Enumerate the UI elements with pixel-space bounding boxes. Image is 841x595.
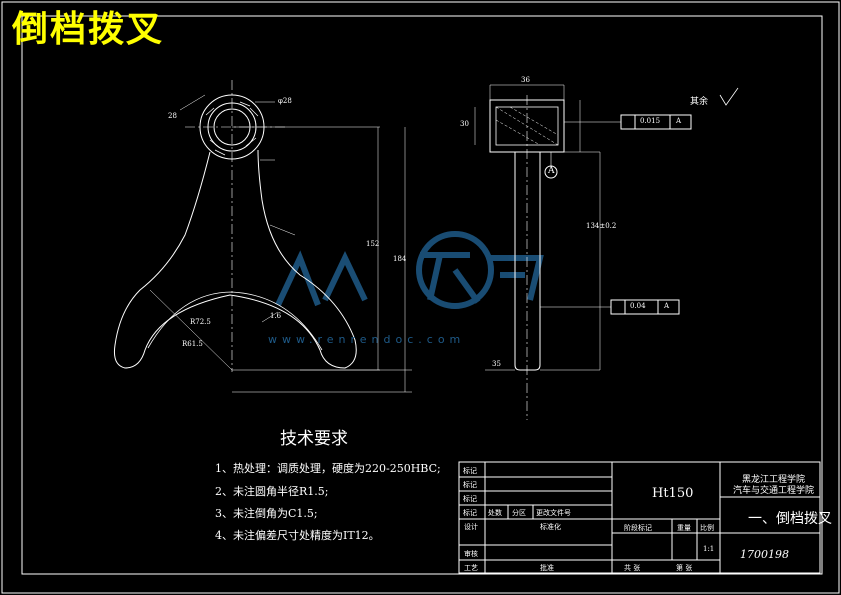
dim-height-184: 184: [393, 255, 407, 263]
dim-bottom-width: 35: [492, 360, 501, 368]
tech-requirement-2: 2、未注圆角半径R1.5;: [215, 485, 329, 498]
tb-total: 共 张: [624, 564, 641, 572]
tb-row-3: 标记: [463, 495, 477, 503]
tb-scale: 1:1: [703, 545, 715, 553]
tol-top-value: 0.015: [640, 117, 661, 125]
tb-review: 审核: [464, 550, 478, 558]
tb-material: Ht150: [652, 486, 694, 501]
tb-drawing-no: 1700198: [740, 548, 789, 561]
inner-border: [21, 15, 823, 575]
tech-requirement-1: 1、热处理：调质处理，硬度为220-250HBC;: [215, 462, 441, 475]
tb-stage-mark: 阶段标记: [624, 524, 652, 532]
tb-part-name: 一、倒档拨叉: [748, 511, 832, 527]
tech-requirement-4: 4、未注偏差尺寸处精度为IT12。: [215, 529, 380, 542]
tb-col-count: 处数: [488, 509, 502, 517]
dim-r-big: R72.5: [190, 318, 211, 326]
tb-standard: 标准化: [540, 523, 561, 531]
tol-bottom-datum: A: [664, 302, 670, 310]
fork-front-view: [114, 80, 412, 393]
tb-ratio: 比例: [700, 524, 714, 532]
surface-note: 其余: [690, 97, 709, 107]
dim-top-width: 36: [521, 76, 530, 84]
title-block: [458, 461, 821, 574]
tb-sign: 批准: [540, 564, 554, 572]
dim-right-small: 30: [460, 120, 469, 128]
datum-label: A: [548, 166, 555, 176]
dim-d-left-small: 28: [168, 112, 177, 120]
tol-bottom-value: 0.04: [630, 302, 646, 310]
watermark-url: www.renrendoc.com: [268, 333, 466, 346]
tech-requirements-heading: 技术要求: [280, 429, 348, 449]
tb-sheet: 第 张: [676, 564, 693, 572]
tb-row-1: 标记: [463, 467, 477, 475]
tb-weight: 重量: [677, 524, 691, 532]
watermark-logo: [275, 231, 544, 309]
tb-col-change: 更改文件号: [536, 509, 571, 517]
tb-col-zone: 分区: [512, 509, 526, 517]
tb-design: 设计: [464, 523, 478, 531]
dim-chamfer: 1.6: [270, 312, 282, 320]
tb-row-2: 标记: [463, 481, 477, 489]
tech-requirement-3: 3、未注倒角为C1.5;: [215, 507, 318, 520]
fork-side-view: [474, 84, 739, 420]
dim-height-134: 134±0.2: [586, 222, 617, 230]
tb-row-4: 标记: [463, 509, 477, 517]
tol-top-datum: A: [676, 117, 682, 125]
tb-school-1: 黑龙江工程学院: [742, 475, 806, 485]
dim-r-small: R61.5: [182, 340, 203, 348]
dim-phi: φ28: [278, 97, 292, 105]
page-title: 倒档拨叉: [12, 9, 165, 50]
tb-craft: 工艺: [464, 564, 478, 572]
dim-height-152: 152: [366, 240, 380, 248]
tb-school-2: 汽车与交通工程学院: [733, 486, 815, 496]
